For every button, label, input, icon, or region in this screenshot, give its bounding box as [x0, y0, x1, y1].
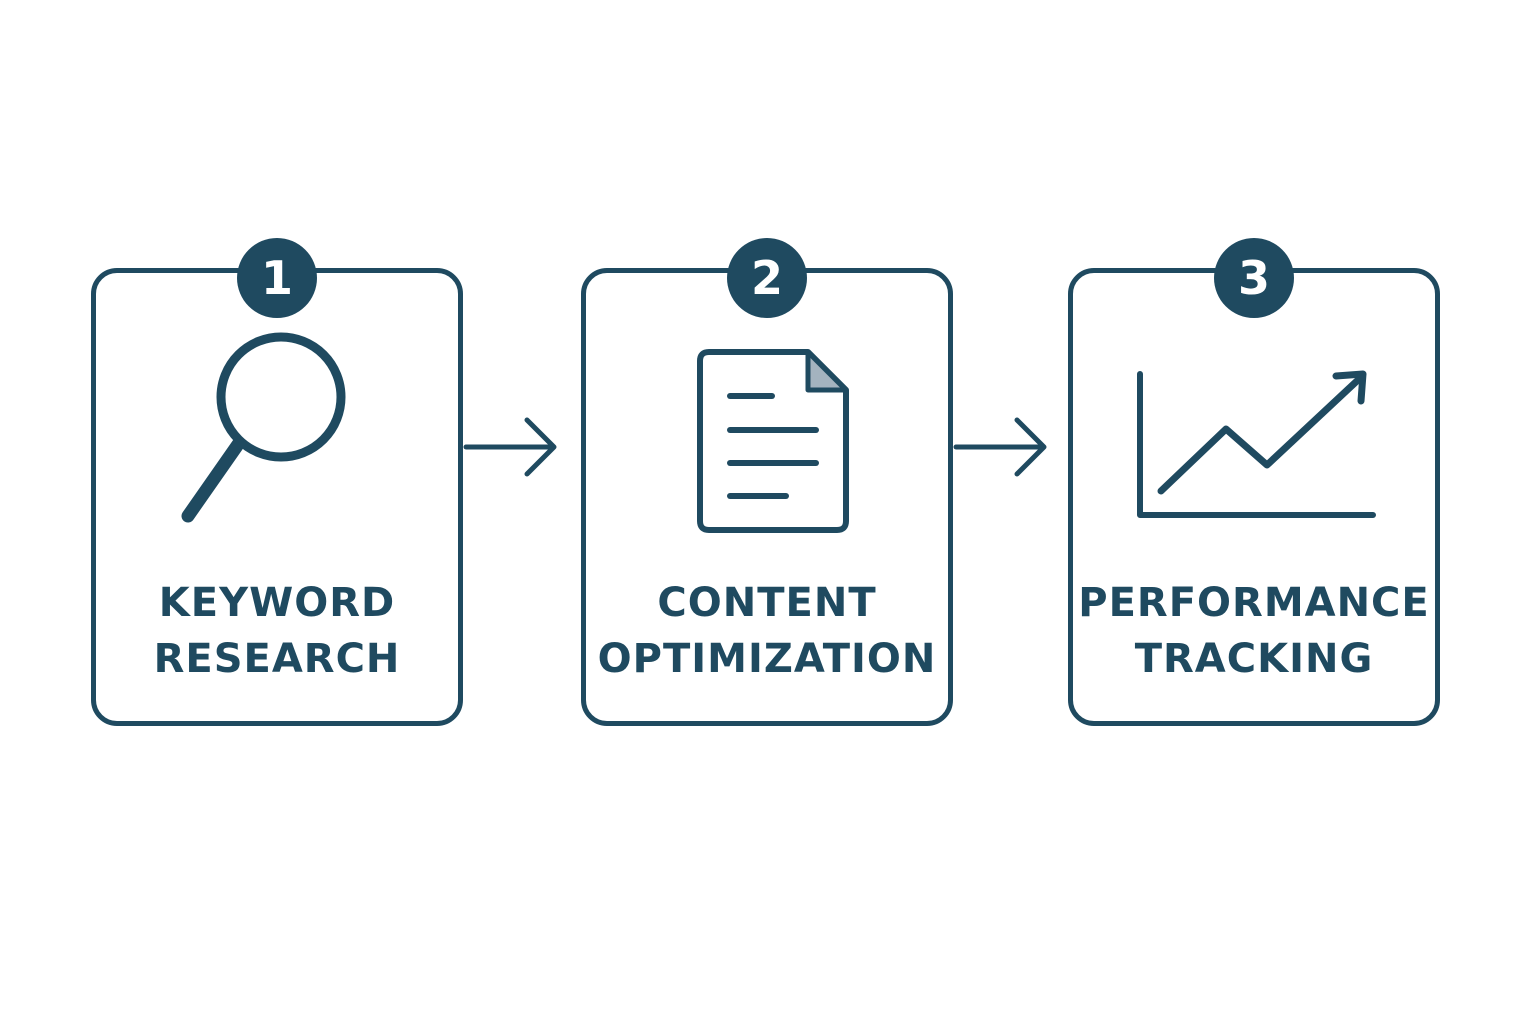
step-label-line-2: TRACKING [1134, 636, 1374, 682]
step-label-line-1: KEYWORD [158, 580, 396, 626]
step-number-badge: 1 [237, 238, 317, 318]
step-card-content-optimization: 2 CONTENT OPTIMIZATION [581, 238, 953, 726]
step-card-performance-tracking: 3 PERFORMANCE TRACKING [1068, 238, 1440, 726]
line-chart-icon [1137, 370, 1376, 518]
step-label: PERFORMANCE TRACKING [1073, 575, 1435, 687]
step-label-line-2: RESEARCH [153, 636, 401, 682]
arrow-right-icon [953, 417, 1047, 477]
step-label-line-1: PERFORMANCE [1078, 580, 1430, 626]
step-number-badge: 2 [727, 238, 807, 318]
step-label-line-2: OPTIMIZATION [597, 636, 937, 682]
step-number-badge: 3 [1214, 238, 1294, 318]
magnifying-glass-icon [181, 332, 346, 523]
step-label: KEYWORD RESEARCH [96, 575, 458, 687]
arrow-right-icon [463, 417, 557, 477]
step-label-line-1: CONTENT [657, 580, 877, 626]
document-icon [697, 349, 849, 533]
step-label: CONTENT OPTIMIZATION [586, 575, 948, 687]
step-card-keyword-research: 1 KEYWORD RESEARCH [91, 238, 463, 726]
